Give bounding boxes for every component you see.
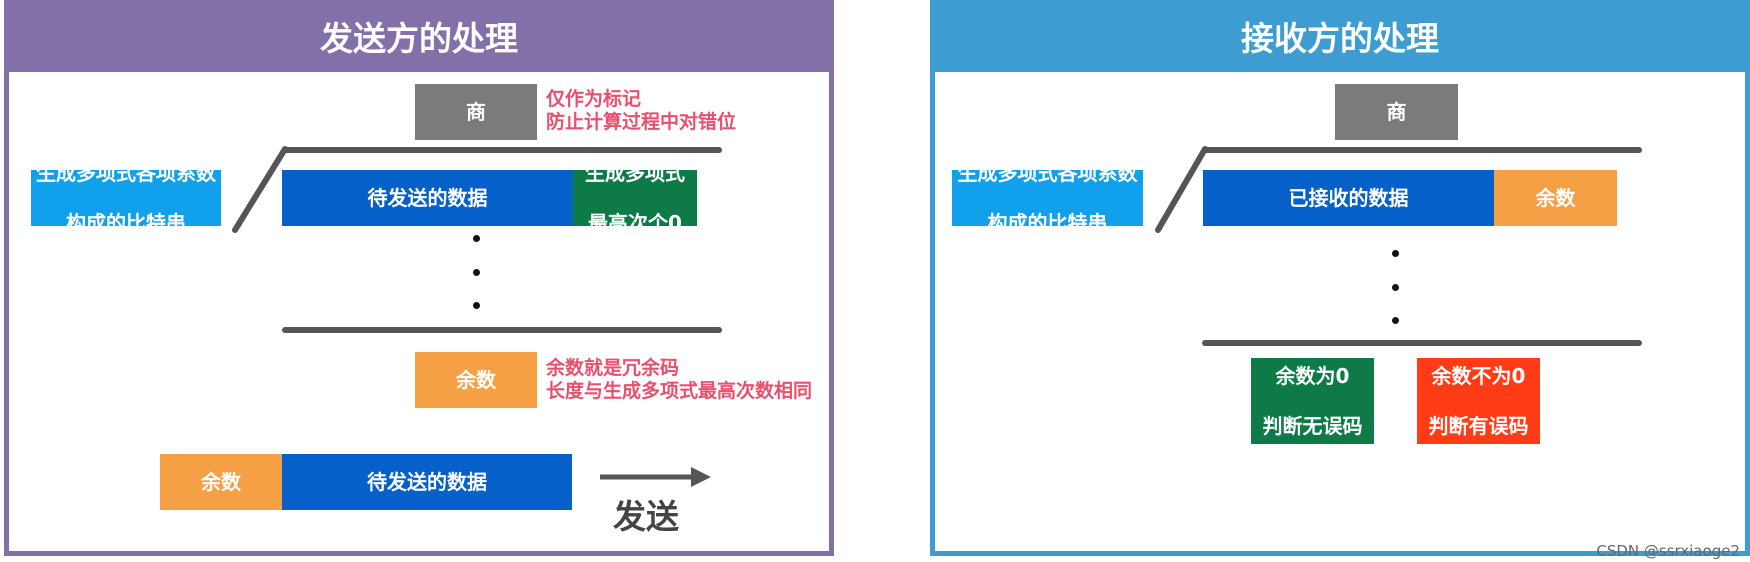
result-error-line1: 余数不为0 bbox=[1431, 363, 1526, 388]
sender-data-label: 待发送的数据 bbox=[367, 185, 488, 210]
send-label: 发送 bbox=[613, 497, 679, 536]
sender-bitstring-line2: 构成的比特串 bbox=[66, 210, 186, 235]
receiver-division-bracket bbox=[1155, 146, 1208, 233]
sender-bitstring-line1: 生成多项式各项系数 bbox=[36, 160, 216, 185]
receiver-quotient-box: 商 bbox=[1335, 84, 1458, 140]
receiver-result-line bbox=[1202, 340, 1642, 346]
sender-ellipsis-dot bbox=[473, 235, 480, 242]
frame-data-box: 待发送的数据 bbox=[282, 454, 572, 510]
sender-title: 发送方的处理 bbox=[9, 0, 829, 72]
sender-bitstring-box: 生成多项式各项系数 构成的比特串 bbox=[31, 161, 221, 235]
receiver-ellipsis-dot bbox=[1392, 250, 1399, 257]
result-error-line2: 判断有误码 bbox=[1428, 413, 1529, 438]
appended-zeros-line1: 生成多项式 bbox=[585, 160, 685, 185]
send-arrow-icon bbox=[600, 467, 711, 487]
sender-division-line bbox=[282, 147, 722, 153]
sender-data-box: 待发送的数据 bbox=[282, 170, 573, 226]
quotient-note-line1: 仅作为标记 bbox=[546, 88, 642, 110]
remainder-note: 余数就是冗余码 长度与生成多项式最高次数相同 bbox=[546, 357, 812, 403]
sender-ellipsis-dot bbox=[473, 269, 480, 276]
frame-data-label: 待发送的数据 bbox=[367, 469, 487, 494]
receiver-bitstring-box: 生成多项式各项系数 构成的比特串 bbox=[952, 161, 1143, 235]
sender-remainder-box: 余数 bbox=[415, 352, 537, 408]
receiver-bitstring-line1: 生成多项式各项系数 bbox=[957, 160, 1138, 185]
receiver-data-label: 已接收的数据 bbox=[1288, 185, 1409, 210]
receiver-ellipsis-dot bbox=[1392, 317, 1399, 324]
quotient-note: 仅作为标记 防止计算过程中对错位 bbox=[546, 88, 736, 134]
sender-panel: 发送方的处理 商 仅作为标记 防止计算过程中对错位 生成多项式各项系数 构成的比… bbox=[4, 0, 834, 556]
frame-remainder-label: 余数 bbox=[201, 469, 241, 494]
result-no-error-line1: 余数为0 bbox=[1275, 363, 1350, 388]
quotient-note-line2: 防止计算过程中对错位 bbox=[546, 111, 737, 134]
receiver-remainder-label: 余数 bbox=[1535, 185, 1576, 210]
sender-quotient-label: 商 bbox=[466, 99, 486, 124]
receiver-panel: 接收方的处理 商 生成多项式各项系数 构成的比特串 已接收的数据 余数 余数为0… bbox=[930, 0, 1750, 556]
sender-remainder-label: 余数 bbox=[456, 367, 496, 392]
receiver-bitstring-line2: 构成的比特串 bbox=[987, 210, 1108, 235]
receiver-quotient-label: 商 bbox=[1386, 99, 1407, 124]
receiver-title: 接收方的处理 bbox=[935, 0, 1745, 72]
result-error-box: 余数不为0 判断有误码 bbox=[1417, 358, 1540, 444]
receiver-remainder-box: 余数 bbox=[1494, 170, 1617, 226]
result-no-error-line2: 判断无误码 bbox=[1262, 413, 1363, 438]
appended-zeros-line2: 最高次个0 bbox=[588, 210, 682, 235]
sender-result-line bbox=[282, 327, 722, 333]
source-watermark: CSDN @ssrxiaoge2 bbox=[1596, 542, 1740, 560]
result-no-error-box: 余数为0 判断无误码 bbox=[1251, 358, 1374, 444]
receiver-division-line bbox=[1202, 147, 1642, 153]
receiver-ellipsis-dot bbox=[1392, 284, 1399, 291]
sender-division-bracket bbox=[232, 146, 288, 233]
remainder-note-line1: 余数就是冗余码 bbox=[546, 357, 680, 379]
remainder-note-line2: 长度与生成多项式最高次数相同 bbox=[546, 380, 813, 403]
frame-remainder-box: 余数 bbox=[160, 454, 282, 510]
sender-ellipsis-dot bbox=[473, 302, 480, 309]
receiver-data-box: 已接收的数据 bbox=[1203, 170, 1494, 226]
appended-zeros-box: 生成多项式 最高次个0 bbox=[573, 161, 697, 235]
sender-quotient-box: 商 bbox=[415, 84, 537, 140]
